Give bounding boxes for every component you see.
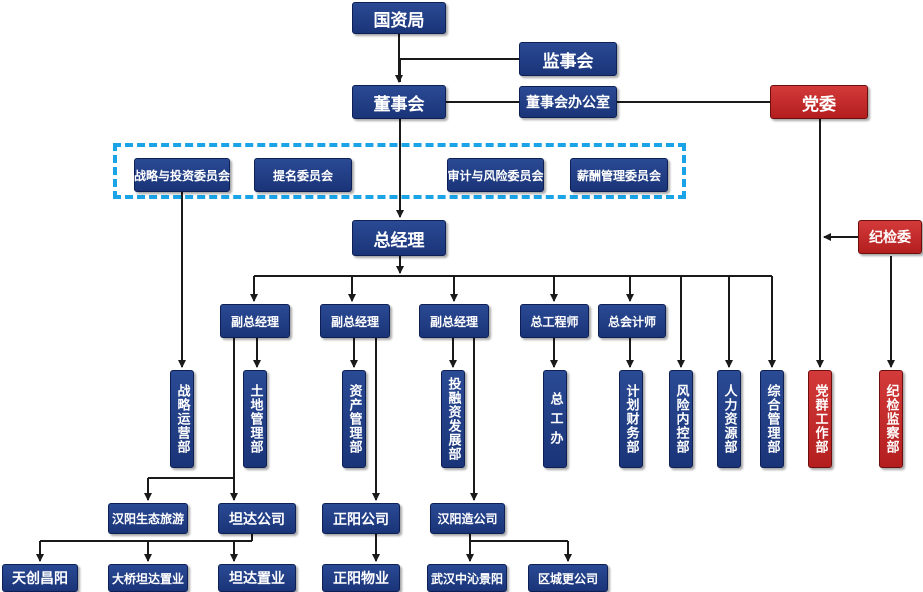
dept-party-mass-work: 党群工作部 — [808, 370, 832, 468]
dept-chief-engineer-office: 总 工 办 — [543, 370, 567, 468]
company-wuhan-zhongqin: 武汉中沁景阳 — [427, 564, 507, 592]
dangwei-node: 党委 — [770, 85, 868, 119]
company-quchenggeng: 区城更公司 — [528, 564, 608, 592]
committee-audit-risk: 审计与风险委员会 — [447, 158, 544, 192]
chief-engineer-node: 总工程师 — [520, 304, 589, 338]
dept-discipline-inspection: 纪检监察部 — [879, 370, 903, 468]
company-hanyang-zao: 汉阳造公司 — [430, 503, 505, 534]
jianshihui-node: 监事会 — [519, 42, 617, 76]
guoziju-node: 国资局 — [352, 2, 446, 34]
company-zhengyang: 正阳公司 — [322, 503, 400, 534]
company-tianchuang-changyang: 天创昌阳 — [2, 564, 78, 592]
committee-group-border — [113, 143, 686, 199]
dept-asset-management: 资产管理部 — [342, 370, 366, 468]
jijianwei-node: 纪检委 — [858, 220, 922, 254]
dept-human-resources: 人力资源部 — [717, 370, 741, 468]
dept-risk-control: 风险内控部 — [669, 370, 693, 468]
vice-gm-node-3: 副总经理 — [419, 304, 489, 338]
dept-investment-finance: 投融资发展部 — [441, 370, 465, 468]
general-manager-node: 总经理 — [352, 220, 446, 256]
dept-planning-finance: 计划财务部 — [619, 370, 643, 468]
committee-strategy-investment: 战略与投资委员会 — [134, 158, 230, 192]
dept-land-management: 土地管理部 — [243, 370, 267, 468]
company-hanyang-eco-tourism: 汉阳生态旅游 — [108, 503, 188, 534]
vice-gm-node-2: 副总经理 — [320, 304, 390, 338]
dongshihui-node: 董事会 — [352, 85, 446, 119]
dept-general-management: 综合管理部 — [760, 370, 784, 468]
chief-accountant-node: 总会计师 — [598, 304, 666, 338]
dongshihui-office-node: 董事会办公室 — [519, 86, 617, 118]
company-tanda-zhiye: 坦达置业 — [218, 564, 296, 592]
company-tanda: 坦达公司 — [218, 503, 296, 534]
dept-strategy-operations: 战略运营部 — [170, 370, 194, 468]
committee-compensation: 薪酬管理委员会 — [570, 158, 668, 192]
vice-gm-node-1: 副总经理 — [220, 304, 290, 338]
company-daqiao-tanda: 大桥坦达置业 — [108, 564, 188, 592]
company-zhengyang-wuye: 正阳物业 — [322, 564, 400, 592]
committee-nomination: 提名委员会 — [254, 158, 352, 192]
